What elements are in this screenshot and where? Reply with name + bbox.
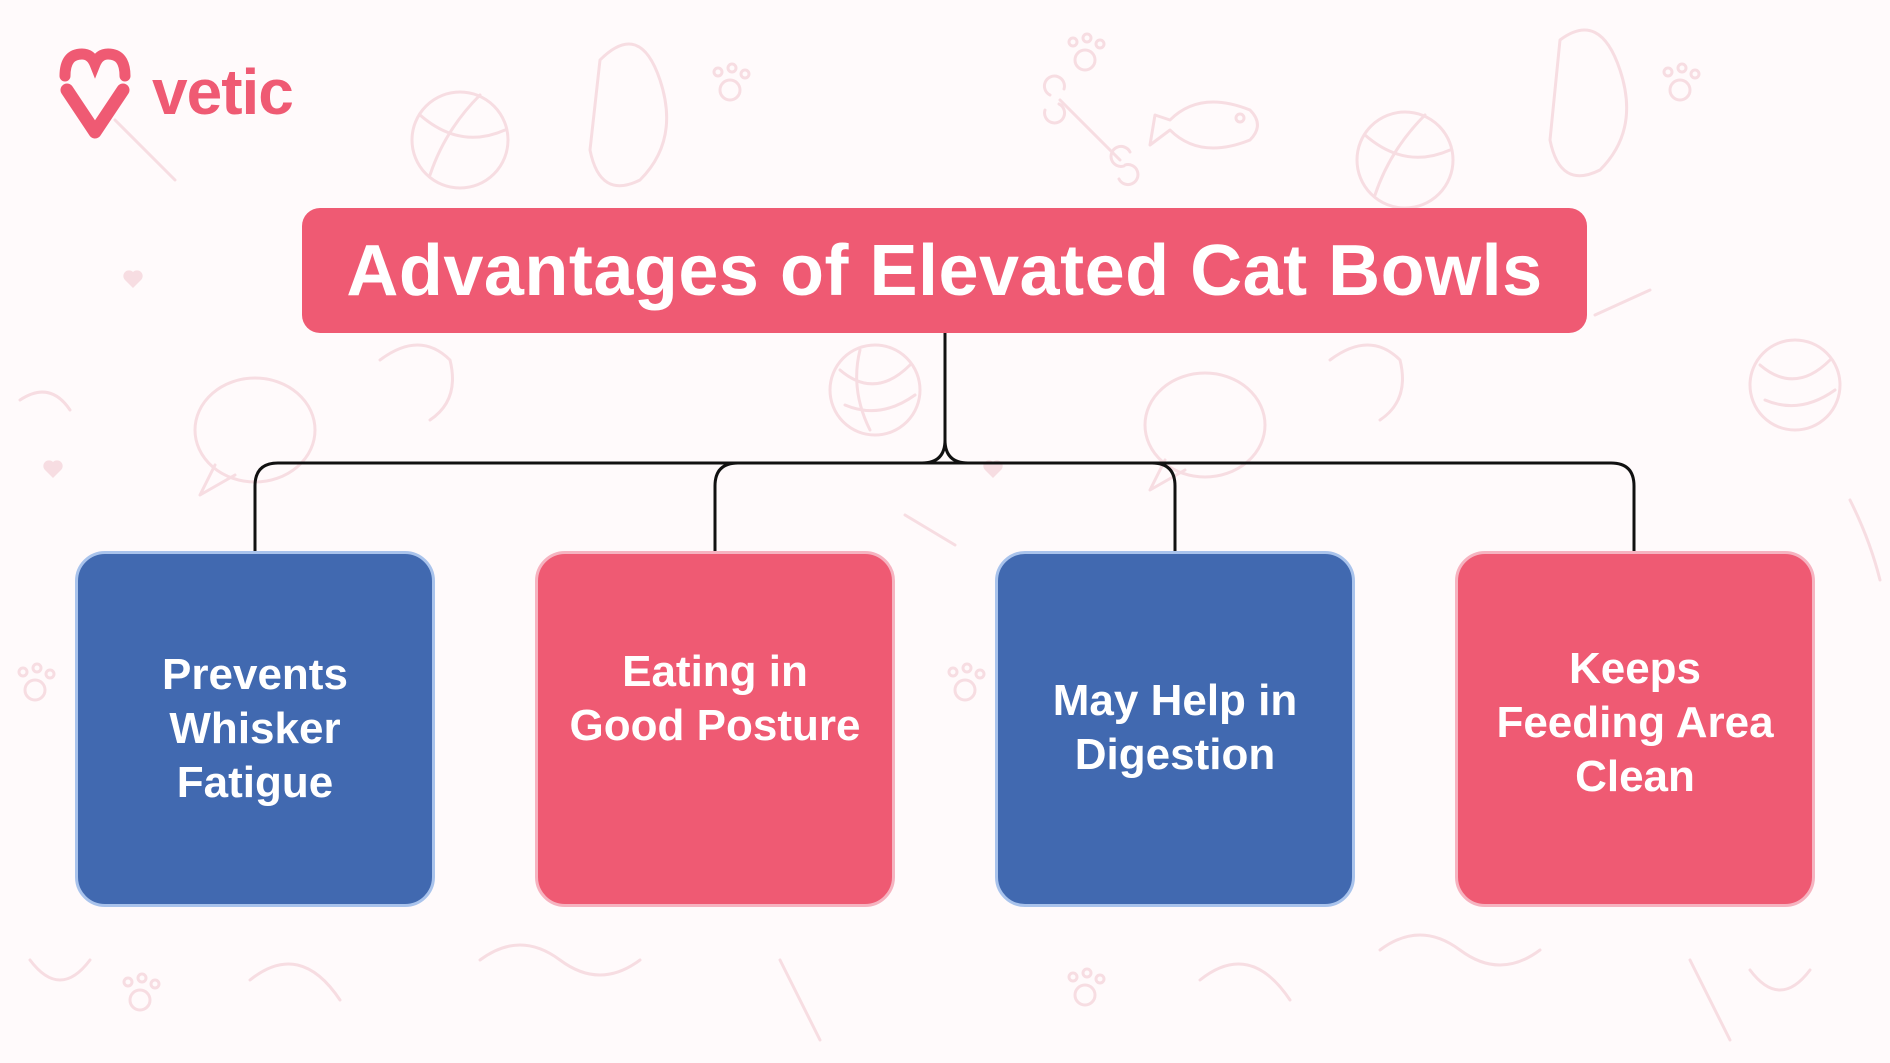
bone-icon [903,513,957,547]
paw-print-icon [122,972,161,1012]
meow-speech-bubble-icon [193,376,317,497]
heart-icon [43,460,63,478]
paw-print-icon [1662,62,1701,102]
node-keeps-feeding-area-clean: Keeps Feeding Area Clean [1455,551,1815,907]
cat-icon [378,343,454,422]
diagram-title: Advantages of Elevated Cat Bowls [346,230,1543,311]
ball-icon [410,90,510,190]
node-prevents-whisker-fatigue: Prevents Whisker Fatigue [75,551,435,907]
cat-icon [588,42,669,188]
bone-icon [1042,74,1140,187]
ball-icon [1355,110,1455,210]
bone-icon [113,118,177,182]
fish-icon [1148,100,1259,150]
paw-print-icon [1067,967,1106,1007]
cat-icon [778,958,1732,1042]
vetic-logo: vetic [58,48,294,140]
brand-wordmark: vetic [152,56,294,128]
yarn-ball-icon [828,343,922,437]
yarn-ball-icon [1748,338,1842,432]
paw-print-icon [712,62,751,102]
bone-icon [1593,288,1652,317]
node-label: Eating in Good Posture [569,647,861,750]
node-label: Prevents Whisker Fatigue [162,650,348,807]
diagram-title-box: Advantages of Elevated Cat Bowls [302,208,1587,333]
node-label: Keeps Feeding Area Clean [1496,644,1774,801]
cat-icon [1328,343,1404,422]
node-eating-in-good-posture: Eating in Good Posture [535,551,895,907]
cat-icon [28,958,1812,992]
heart-icon [983,460,1003,478]
meow-speech-bubble-icon [1143,371,1267,492]
paw-print-icon [947,662,986,702]
heart-v-logo-icon [59,48,131,139]
heart-icon [123,270,143,288]
paw-print-icon [1067,32,1106,72]
paw-print-icon [17,662,56,702]
node-label: May Help in Digestion [1052,676,1298,779]
node-may-help-in-digestion: May Help in Digestion [995,551,1355,907]
cat-icon [1548,28,1629,178]
